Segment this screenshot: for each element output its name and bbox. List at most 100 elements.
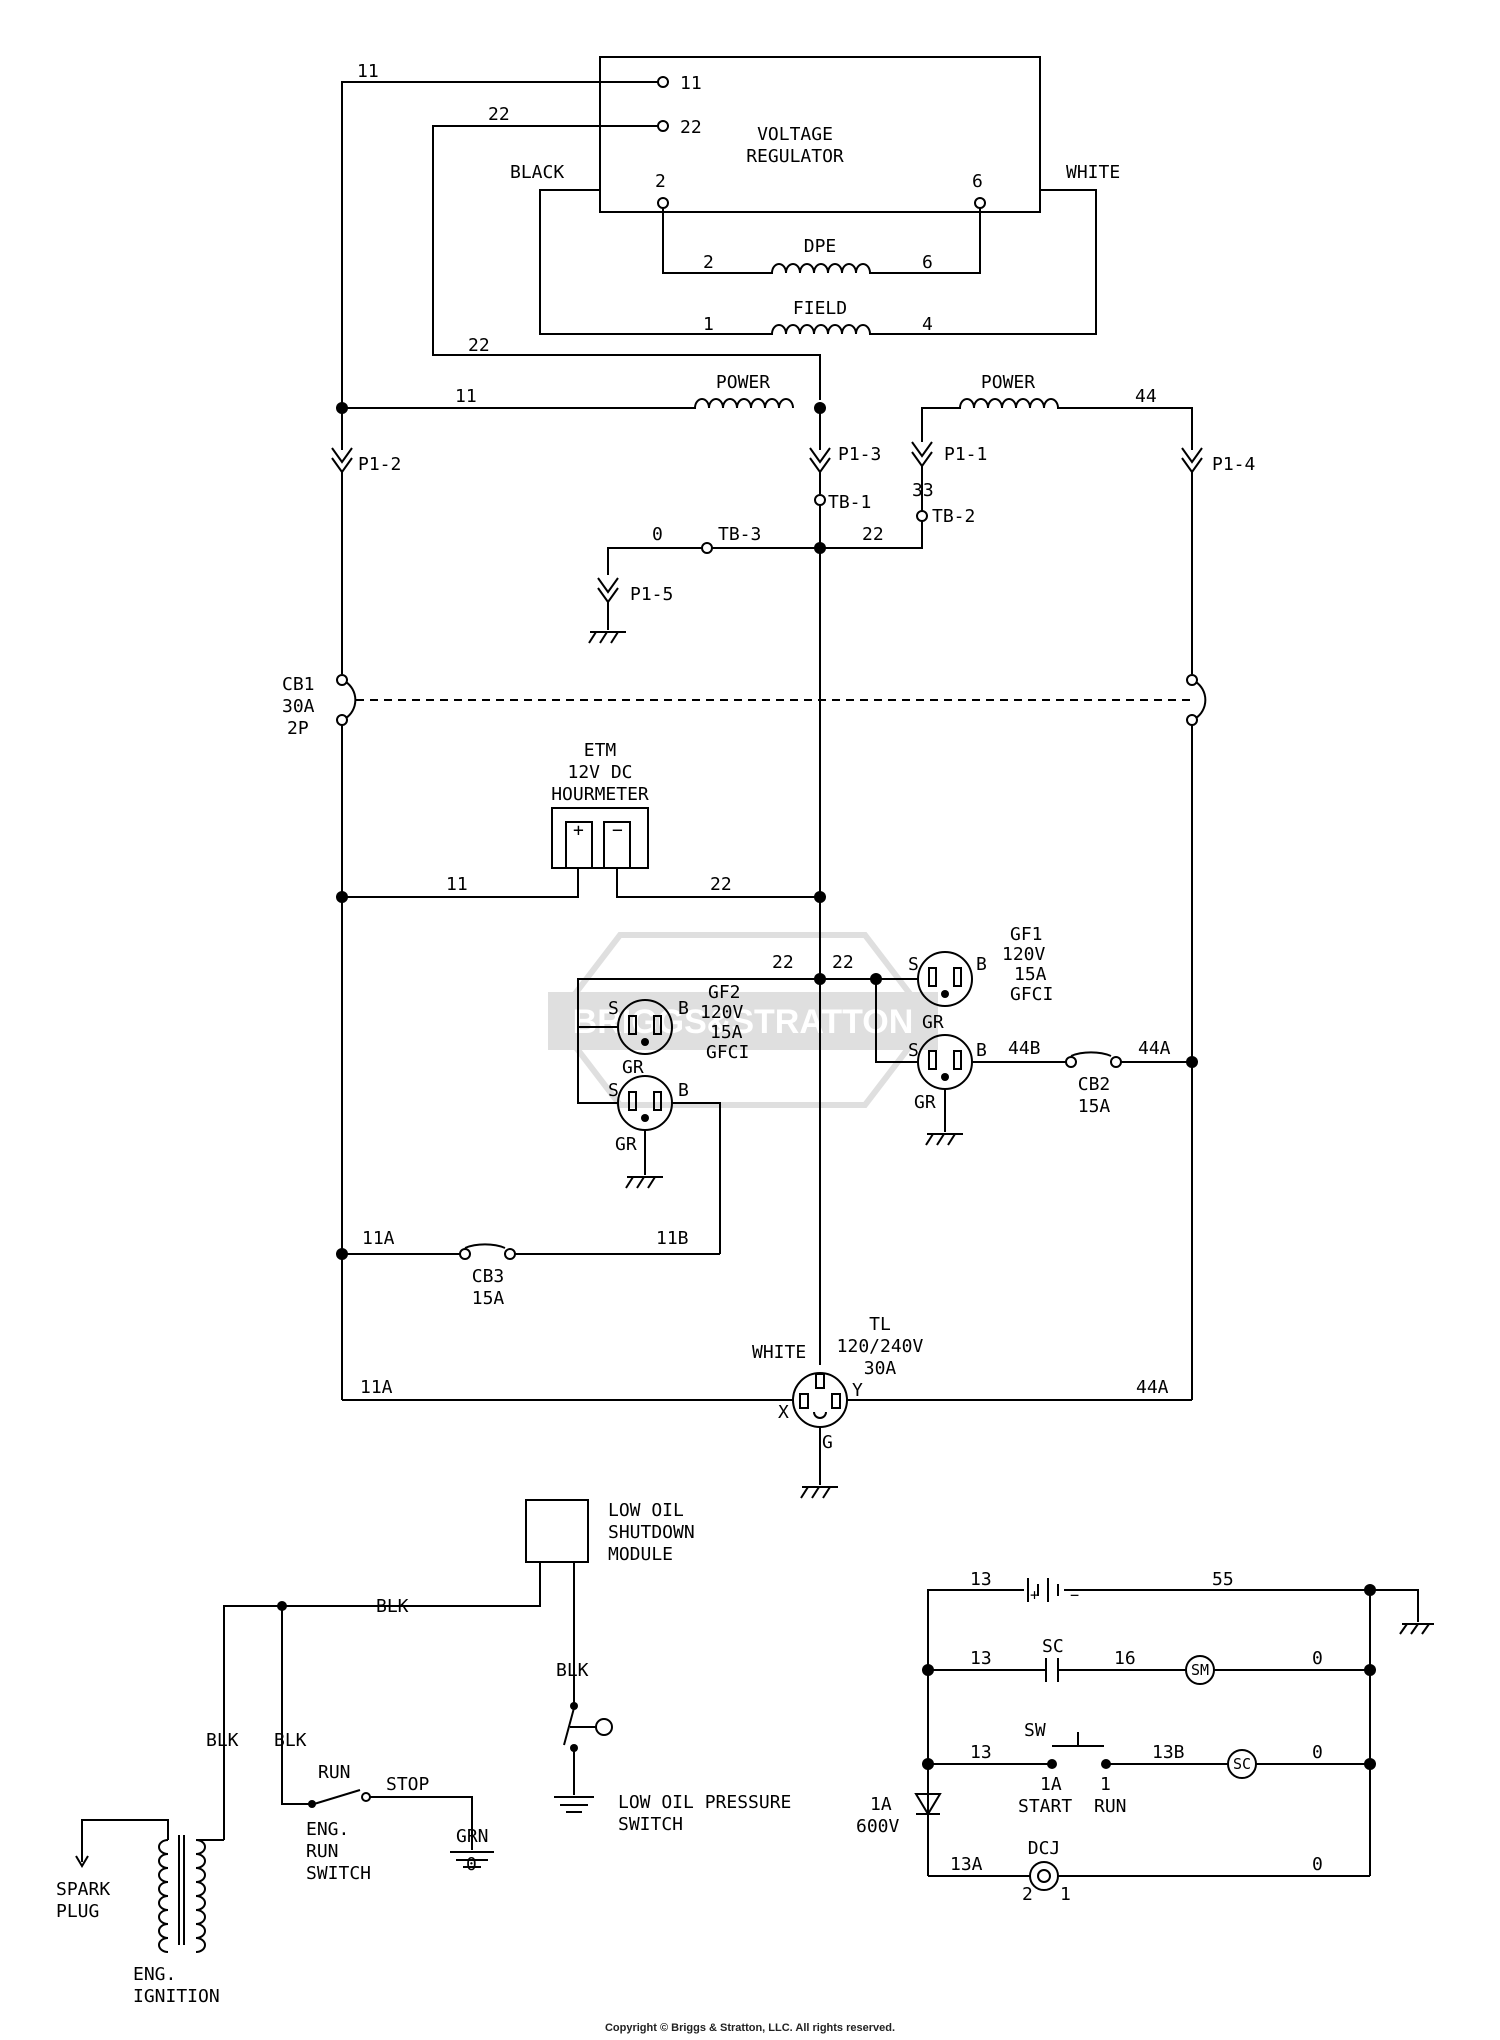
tl-y: Y (852, 1380, 863, 1401)
cb3-breaker: 11A 11B CB3 15A (342, 1228, 720, 1309)
p1-3-label: P1-3 (838, 444, 881, 465)
gf1-amps: 15A (1014, 964, 1047, 985)
terminal-11 (657, 76, 669, 88)
wire-44A-bottom: 44A (1136, 1377, 1169, 1398)
low-oil-module (525, 1499, 589, 1563)
gf1-gr1: GR (922, 1012, 944, 1033)
cb2-name: CB2 (1078, 1074, 1111, 1095)
etm-line2: 12V DC (567, 762, 632, 783)
etm-minus: − (612, 820, 623, 841)
wire-44-label: 44 (1135, 386, 1157, 407)
gf1-s2: S (908, 1040, 919, 1061)
sc-contact-label: SC (1042, 1636, 1064, 1657)
wire-13A: 13A (950, 1854, 983, 1875)
gf1-s1: S (908, 954, 919, 975)
wire-16: 16 (1114, 1648, 1136, 1669)
etm-line3: HOURMETER (551, 784, 649, 805)
tb2-label: TB-2 (932, 506, 975, 527)
diode-600V: 600V (856, 1816, 900, 1837)
engine-ignition: SPARK PLUG ENG. IGNITION (56, 1819, 224, 2007)
start-label: START (1018, 1796, 1072, 1817)
grn-0-label: 0 (466, 1854, 477, 1875)
dcj-2: 2 (1022, 1884, 1033, 1905)
dpe-2-label: 2 (703, 252, 714, 273)
wire-11A-bottom: 11A (360, 1377, 393, 1398)
gf1-receptacle: S B GR S B GR GF1 120V 15A GFCI 22 44B 4… (820, 924, 1192, 1146)
field-4-label: 4 (922, 314, 933, 335)
dcj-1: 1 (1060, 1884, 1071, 1905)
grn-label: GRN (456, 1826, 489, 1847)
blk-switch: BLK (274, 1730, 307, 1751)
terminal-11-label: 11 (680, 73, 702, 94)
gf1-b2: B (976, 1040, 987, 1061)
stop-label: STOP (386, 1774, 430, 1795)
sw-label: SW (1024, 1720, 1046, 1741)
cb1-breaker: CB1 30A 2P (282, 674, 1207, 739)
gf2-b2: B (678, 1080, 689, 1101)
cb1-name: CB1 (282, 674, 315, 695)
switch-line2: SWITCH (618, 1814, 683, 1835)
run-label: RUN (318, 1762, 351, 1783)
regulator-title-1: VOLTAGE (757, 124, 833, 145)
gf2-gr1: GR (622, 1057, 644, 1078)
terminal-22-label: 22 (680, 117, 702, 138)
wire-22-mid-label: 22 (468, 335, 490, 356)
field-1-label: 1 (703, 314, 714, 335)
wire-black-label: BLACK (510, 162, 564, 183)
module-line1: LOW OIL (608, 1500, 684, 1521)
gf1-name: GF1 (1010, 924, 1043, 945)
cb1-rating: 30A (282, 696, 315, 717)
gf2-type: GFCI (706, 1042, 749, 1063)
svg-text:+: + (1030, 1586, 1039, 1604)
gf2-receptacle: S B GR S B GR GF2 120V 15A GFCI 22 (577, 952, 820, 1254)
cb3-rating: 15A (472, 1288, 505, 1309)
etm-hourmeter: ETM 12V DC HOURMETER + − 11 22 (342, 740, 820, 898)
svg-text:−: − (1070, 1586, 1079, 1604)
gf2-s1: S (608, 998, 619, 1019)
terminal-6 (974, 197, 986, 209)
tl-name: TL (869, 1314, 891, 1335)
wire-white-tl: WHITE (752, 1342, 806, 1363)
terminal-6-label: 6 (972, 171, 983, 192)
wire-13-b: 13 (970, 1648, 992, 1669)
wire-0-b: 0 (1312, 1742, 1323, 1763)
cb1-poles: 2P (287, 718, 309, 739)
tl-volts: 120/240V (837, 1336, 924, 1357)
wire-33-label: 33 (912, 480, 934, 501)
p1-4-label: P1-4 (1212, 454, 1255, 475)
etm-wire-22: 22 (710, 874, 732, 895)
sm-label: SM (1191, 1661, 1209, 1679)
blk-top: BLK (376, 1596, 409, 1617)
wire-13B: 13B (1152, 1742, 1185, 1763)
gf1-volts: 120V (1002, 944, 1046, 965)
tb1-label: TB-1 (828, 492, 871, 513)
terminal-2 (657, 197, 669, 209)
sw-line3: SWITCH (306, 1863, 371, 1884)
tl-receptacle: 11A 44A WHITE TL 120/240V 30A X Y G (342, 1314, 1192, 1499)
sw-line2: RUN (306, 1841, 339, 1862)
terminal-2-label: 2 (655, 171, 666, 192)
wire-11B: 11B (656, 1228, 689, 1249)
gf1-b1: B (976, 954, 987, 975)
p1-2-label: P1-2 (358, 454, 401, 475)
terminal-22 (657, 120, 669, 132)
starter-circuit: 13 + − 55 SM 13 SC 16 0 SC 13 SW 13B 0 1… (856, 1569, 1434, 1905)
engine-run-switch: RUN STOP ENG. RUN SWITCH GRN 0 (306, 1762, 494, 1884)
wire-13-a: 13 (970, 1569, 992, 1590)
p1-1-label: P1-1 (944, 444, 987, 465)
wire-44B: 44B (1008, 1038, 1041, 1059)
cb3-name: CB3 (472, 1266, 505, 1287)
wire-13-c: 13 (970, 1742, 992, 1763)
gf-wire-22-right: 22 (832, 952, 854, 973)
left-bus: P1-2 (331, 402, 401, 1400)
etm-wire-11: 11 (446, 874, 468, 895)
run-label-starter: RUN (1094, 1796, 1127, 1817)
dpe-label: DPE (804, 236, 837, 257)
gf-wire-22-left: 22 (772, 952, 794, 973)
gf1-type: GFCI (1010, 984, 1053, 1005)
wire-22-top-label: 22 (488, 104, 510, 125)
power-coil-right: POWER 44 (921, 372, 1193, 448)
sc-coil-label: SC (1233, 1755, 1251, 1773)
wire-22-tb-label: 22 (862, 524, 884, 545)
